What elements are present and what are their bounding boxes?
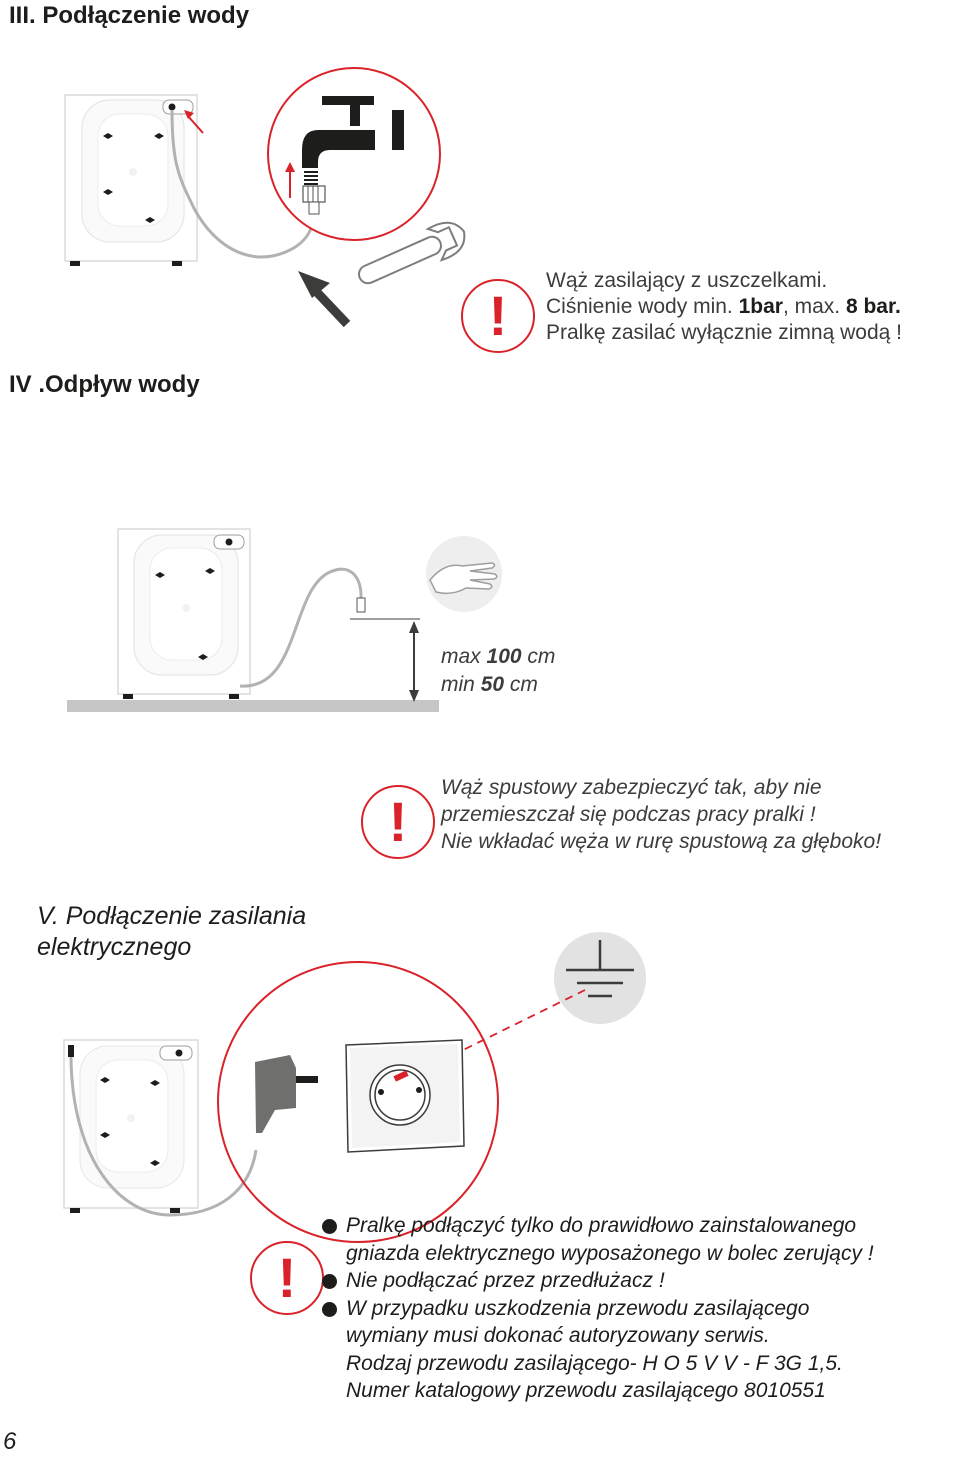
water-pressure-min: 1bar [738, 295, 783, 318]
water-note-line2: Ciśnienie wody min. 1bar, max. 8 bar. [546, 295, 901, 318]
power-notes: Pralkę podłączyć tylko do prawidłowo zai… [322, 1212, 874, 1405]
section-title-power: V. Podłączenie zasilania elektrycznego [37, 901, 306, 963]
power-note-bullet-3: W przypadku uszkodzenia przewodu zasilaj… [322, 1295, 874, 1323]
power-note-bullet-3-cont: wymiany musi dokonać autoryzowany serwis… [346, 1324, 770, 1347]
water-note-line3: Pralkę zasilać wyłącznie zimną wodą ! [546, 321, 902, 344]
drain-note-line2: przemieszczał się podczas pracy pralki ! [441, 803, 816, 826]
section-title-power-line1: V. Podłączenie zasilania [37, 902, 307, 930]
bullet-icon [322, 1219, 337, 1234]
section-title-power-line2: elektrycznego [37, 933, 192, 961]
inlet-hose [170, 109, 318, 259]
water-pressure-max: 8 bar. [845, 295, 901, 318]
power-note-bullet-2: Nie podłączać przez przedłużacz ! [322, 1267, 874, 1295]
warning-icon: ! [361, 785, 435, 859]
bullet-icon [322, 1274, 337, 1289]
section-title-water: III. Podłączenie wody [9, 2, 250, 29]
warning-icon: ! [250, 1241, 324, 1315]
bullet-icon [322, 1301, 337, 1317]
warning-icon: ! [461, 279, 535, 353]
water-supply-note: Wąż zasilający z uszczelkami. Ciśnienie … [546, 268, 902, 346]
power-note-bullet-1: Pralkę podłączyć tylko do prawidłowo zai… [322, 1212, 874, 1240]
section-title-drain: IV .Odpływ wody [9, 371, 200, 398]
drain-height-spec: max 100 cm min 50 cm [441, 643, 555, 699]
drain-note-line1: Wąż spustowy zabezpieczyć tak, aby nie [441, 776, 822, 799]
water-note-line1: Wąż zasilający z uszczelkami. [546, 269, 828, 292]
height-max: max 100 cm [441, 645, 556, 668]
drain-note: Wąż spustowy zabezpieczyć tak, aby nie p… [441, 774, 881, 855]
machine-body-1 [64, 94, 198, 266]
page-number: 6 [3, 1428, 17, 1455]
height-min: min 50 cm [441, 673, 538, 696]
power-cable-type: Rodzaj przewodu zasilającego- H O 5 V V … [346, 1351, 843, 1375]
power-cable-catalog-number: Numer katalogowy przewodu zasilającego 8… [346, 1379, 826, 1402]
drain-note-line3: Nie wkładać węża w rurę spustową za głęb… [441, 830, 882, 853]
power-note-bullet-1-cont: gniazda elektrycznego wyposażonego w bol… [346, 1241, 874, 1265]
